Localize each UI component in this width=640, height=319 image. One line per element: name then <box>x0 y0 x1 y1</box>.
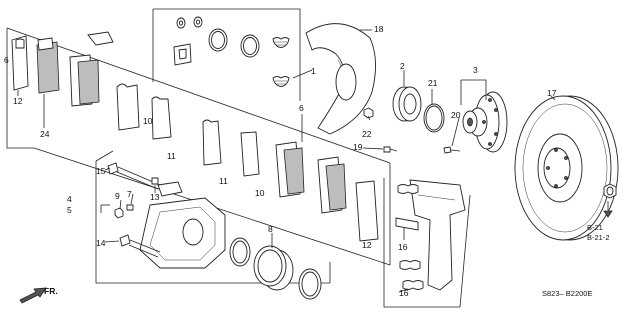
pad-shims <box>116 83 260 177</box>
wheel-bearing <box>392 86 422 122</box>
brake-disc <box>514 95 619 241</box>
callout-10-b: 10 <box>255 188 265 198</box>
callout-1: 1 <box>311 66 316 76</box>
callout-18: 18 <box>374 24 384 34</box>
callout-labels: 1 2 3 4 5 6 6 7 8 9 10 10 11 11 12 12 13… <box>4 24 557 298</box>
lock-nut <box>603 183 617 199</box>
callout-24: 24 <box>40 129 50 139</box>
callout-12-b: 12 <box>362 240 372 250</box>
callout-4: 4 <box>67 194 72 204</box>
callout-2: 2 <box>400 61 405 71</box>
caliper-bolts <box>107 162 161 258</box>
callout-11-a: 11 <box>167 151 176 161</box>
seal-kit-parts <box>173 16 290 87</box>
callout-10-a: 10 <box>143 116 153 126</box>
callout-21: 21 <box>428 78 438 88</box>
callout-12-a: 12 <box>13 96 23 106</box>
seal-kit-box <box>152 8 301 101</box>
hub <box>462 91 508 153</box>
callout-17: 17 <box>547 88 557 98</box>
callout-9: 9 <box>115 191 120 201</box>
callout-11-b: 11 <box>219 176 228 186</box>
callout-6-right: 6 <box>299 103 304 113</box>
caliper-body <box>139 181 226 269</box>
callout-3: 3 <box>473 65 478 75</box>
callout-16-a: 16 <box>398 242 408 252</box>
callout-15: 15 <box>96 166 106 176</box>
reference-arrow-icon <box>603 210 613 218</box>
callout-7: 7 <box>127 189 132 199</box>
piston-and-seals <box>229 237 322 300</box>
leader-lines <box>17 29 609 293</box>
reference-b-21-2: B-21-2 <box>587 233 610 242</box>
snap-ring <box>423 103 445 133</box>
callout-5: 5 <box>67 205 72 215</box>
caliper-bracket <box>395 179 466 291</box>
callout-8: 8 <box>268 224 273 234</box>
diagram-code: S823– B2200E <box>542 289 592 298</box>
front-direction-arrow <box>19 287 47 304</box>
hub-bolts <box>363 107 461 154</box>
caliper-box <box>95 150 331 284</box>
bracket-box <box>383 178 471 308</box>
splash-shield <box>305 23 376 135</box>
callout-22: 22 <box>362 129 372 139</box>
callout-6-left: 6 <box>4 55 9 65</box>
callout-16-b: 16 <box>399 288 409 298</box>
reference-b-21: B-21 <box>587 223 603 232</box>
brake-pads-right <box>275 141 379 242</box>
callout-13: 13 <box>150 192 160 202</box>
callout-14: 14 <box>96 238 106 248</box>
brake-pads-left <box>11 31 114 107</box>
direction-label: FR. <box>44 286 58 296</box>
callout-19: 19 <box>353 142 363 152</box>
callout-20: 20 <box>451 110 461 120</box>
